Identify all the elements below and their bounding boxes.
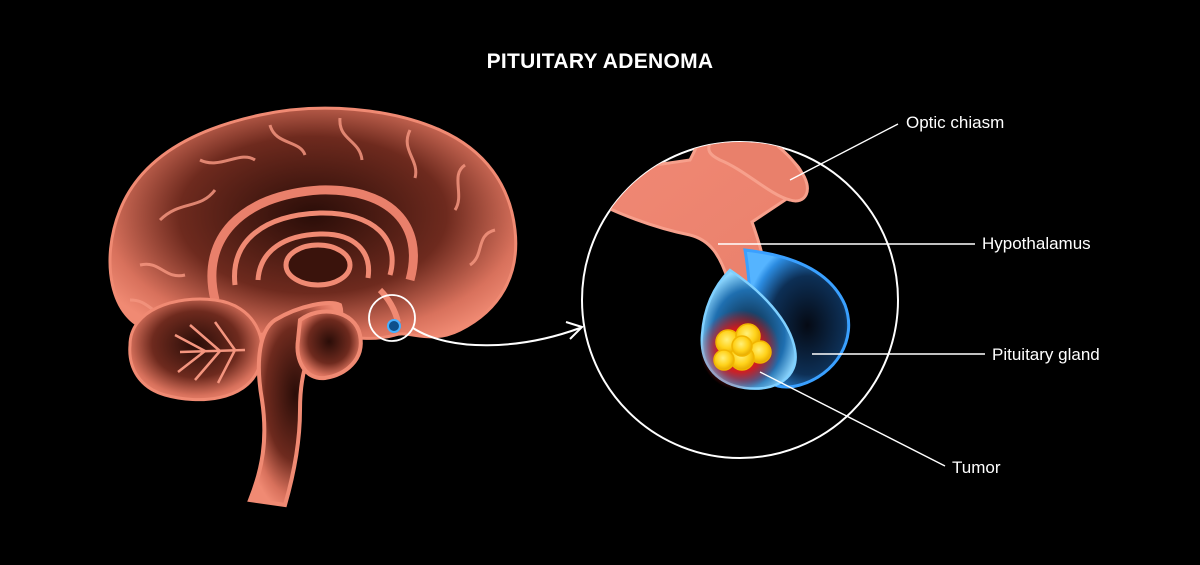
page-title: PITUITARY ADENOMA [486, 50, 714, 73]
label-optic-chiasm: Optic chiasm [906, 113, 1005, 132]
brainstem [247, 301, 344, 508]
corpus-callosum [207, 185, 418, 302]
pons [295, 309, 363, 381]
label-tumor: Tumor [952, 458, 1001, 477]
leader-lines [718, 123, 985, 467]
zoom-detail [581, 141, 899, 459]
zoom-arrow [412, 321, 584, 347]
arbor-vitae [174, 321, 246, 384]
label-hypothalamus: Hypothalamus [982, 234, 1091, 253]
brain-stalk [377, 287, 401, 323]
tumor [713, 323, 772, 371]
thalamus [283, 242, 353, 288]
label-pituitary-gland: Pituitary gland [992, 345, 1100, 364]
leader-optic-chiasm [789, 123, 899, 181]
leader-tumor [759, 371, 946, 467]
gyri-lines [129, 117, 496, 317]
fornix [232, 210, 395, 286]
brain-pituitary [387, 319, 401, 333]
brain-illustration [108, 106, 518, 508]
brain-zoom-circle [368, 294, 416, 342]
optic-chiasm [697, 142, 809, 203]
